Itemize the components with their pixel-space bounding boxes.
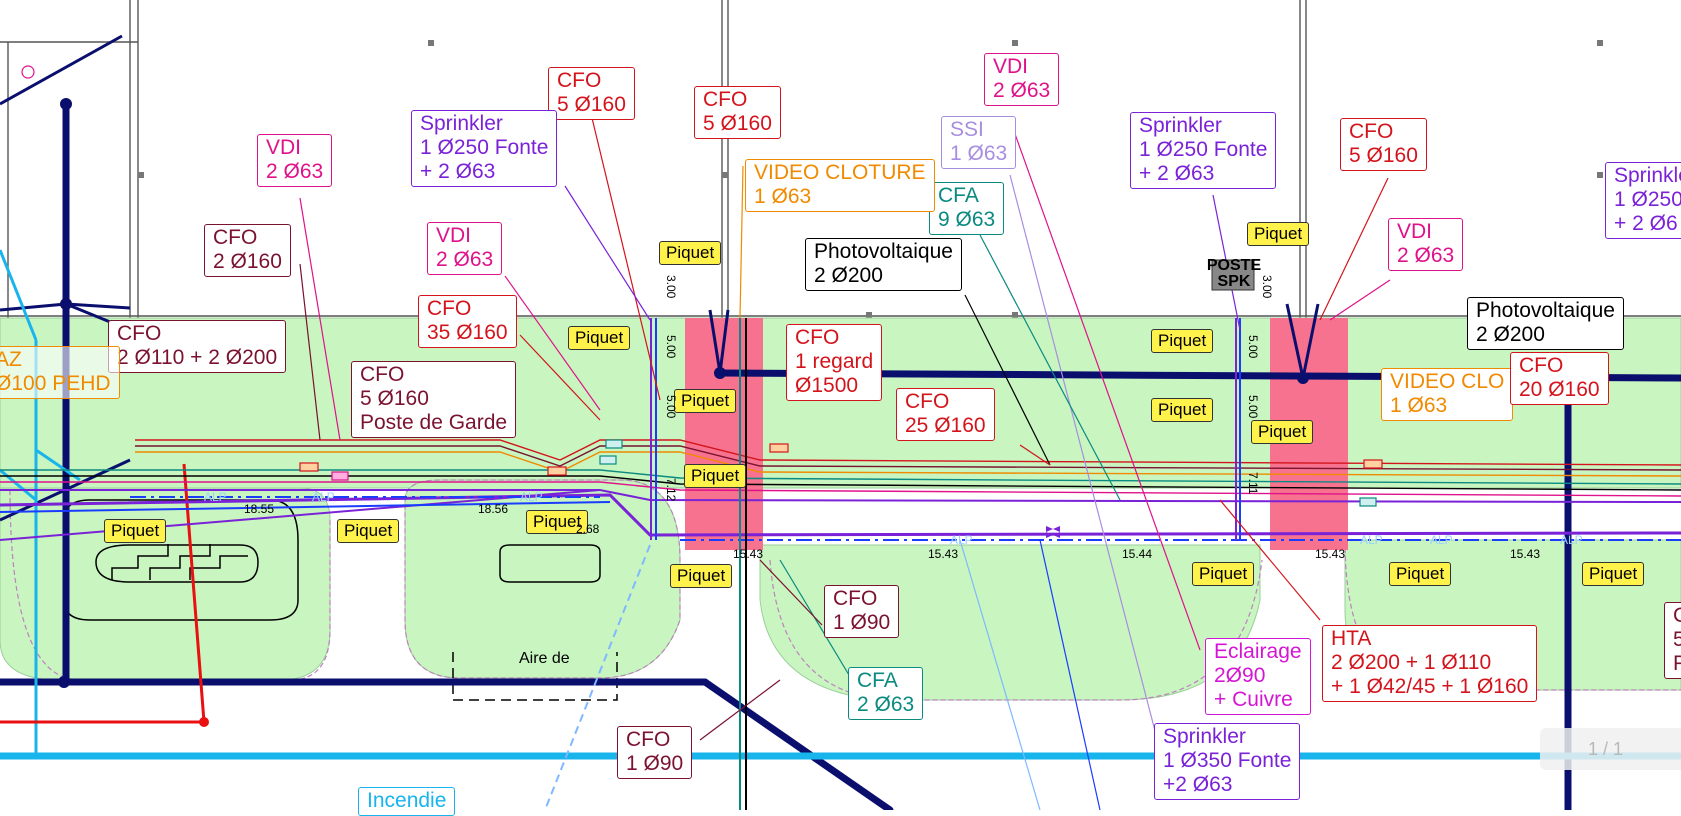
small-devices-teal	[599, 439, 1377, 507]
poste-spk-label: POSTE SPK	[1206, 257, 1262, 290]
label-cfo-2-110-200: CFO 2 Ø110 + 2 Ø200	[108, 320, 287, 373]
road-centerline	[130, 496, 1681, 541]
label-video-cloture-2: VIDEO CLO 1 Ø63	[1381, 368, 1514, 421]
piquet-marker: Piquet	[1192, 562, 1255, 586]
label-cfo-1-90-a: CFO 1 Ø90	[824, 585, 900, 638]
label-cfo-20-160: CFO 20 Ø160	[1510, 352, 1609, 405]
leader-lines	[299, 117, 1391, 810]
label-video-cloture: VIDEO CLOTURE 1 Ø63	[745, 159, 935, 212]
piquet-marker: Piquet	[670, 564, 733, 588]
dimension-label: 5.00	[1246, 335, 1260, 359]
piquet-marker: Piquet	[1251, 420, 1314, 444]
alp-marker: ALP	[312, 490, 335, 504]
label-vdi-left: VDI 2 Ø63	[257, 134, 333, 187]
piquet-marker: Piquet	[1247, 222, 1310, 246]
label-cfo-25-160: CFO 25 Ø160	[896, 388, 995, 441]
label-sprinkler-edge: Sprinkler 1 Ø250 + 2 Ø6	[1605, 162, 1681, 239]
label-eclairage: Eclairage 2Ø90 + Cuivre	[1205, 638, 1311, 715]
dimension-label: 7.11	[1246, 472, 1260, 495]
label-cfa-9: CFA 9 Ø63	[929, 182, 1005, 235]
piquet-marker: Piquet	[526, 510, 589, 534]
building-outlines	[0, 0, 1681, 330]
piquet-marker: Piquet	[1151, 329, 1214, 353]
poste-spk-box	[1211, 259, 1255, 291]
page-indicator[interactable]: 1 / 1	[1540, 728, 1681, 770]
piquet-marker: Piquet	[568, 326, 631, 350]
label-az-fragment: AZ Ø100 PEHD	[0, 346, 120, 399]
dimension-label: 15.44	[1122, 547, 1153, 561]
label-sprinkler-right: Sprinkler 1 Ø250 Fonte + 2 Ø63	[1130, 112, 1277, 189]
dimension-label: 15.43	[1510, 547, 1541, 561]
navy-nodes	[58, 98, 1309, 688]
parking-shapes	[63, 499, 618, 701]
label-photovoltaique-1: Photovoltaique 2 Ø200	[805, 238, 962, 291]
label-incendie: Incendie	[358, 787, 456, 816]
alp-marker: ALP	[1360, 533, 1383, 547]
dimension-label: 7.12	[664, 478, 678, 502]
label-cfo-poste-garde: CFO 5 Ø160 Poste de Garde	[351, 361, 517, 438]
label-cfa-2: CFA 2 Ø63	[848, 667, 924, 720]
label-cfo-regard: CFO 1 regard Ø1500	[786, 324, 883, 401]
dimension-label: 15.43	[928, 547, 959, 561]
label-hta: HTA 2 Ø200 + 1 Ø110 + 1 Ø42/45 + 1 Ø160	[1322, 625, 1538, 702]
dimension-label: 5.00	[1246, 395, 1260, 419]
label-cfo-1-90-b: CFO 1 Ø90	[617, 726, 693, 779]
dimension-label: 5.00	[664, 395, 678, 419]
water-dashed	[544, 544, 651, 810]
dimension-label: 18.55	[244, 502, 275, 516]
label-photovoltaique-2: Photovoltaique 2 Ø200	[1467, 297, 1624, 350]
label-edge-fragment: C 5 P	[1664, 602, 1681, 679]
piquet-marker: Piquet	[1389, 562, 1452, 586]
piquet-marker: Piquet	[659, 241, 722, 265]
dimension-label: 18.56	[478, 502, 509, 516]
label-cfo-5-160-b: CFO 5 Ø160	[694, 86, 781, 139]
piquet-marker: Piquet	[674, 389, 737, 413]
small-devices	[299, 443, 1383, 476]
label-cfo-35-160: CFO 35 Ø160	[418, 295, 517, 348]
alp-marker: ALP	[1430, 533, 1453, 547]
label-cfo-5-160-a: CFO 5 Ø160	[548, 67, 635, 120]
dimension-label: 15.43	[733, 547, 764, 561]
piquet-marker: Piquet	[1151, 398, 1214, 422]
piquet-marker: Piquet	[684, 464, 747, 488]
cfo-red-line	[0, 463, 206, 724]
road-bundle	[0, 439, 1681, 541]
dimension-label: 3.00	[664, 275, 678, 299]
piquet-marker: Piquet	[337, 519, 400, 543]
piquet-marker: Piquet	[1582, 562, 1645, 586]
dimension-label: 15.43	[1315, 547, 1346, 561]
label-vdi-top: VDI 2 Ø63	[984, 53, 1060, 106]
pink-devices	[21, 65, 349, 481]
label-sprinkler-left: Sprinkler 1 Ø250 Fonte + 2 Ø63	[411, 110, 558, 187]
label-cfo-2-160: CFO 2 Ø160	[204, 224, 291, 277]
water-thin	[0, 249, 81, 756]
label-cfo-5-160-c: CFO 5 Ø160	[1340, 118, 1427, 171]
label-vdi-right: VDI 2 Ø63	[1388, 218, 1464, 271]
alp-marker: ALP	[520, 490, 543, 504]
dimension-label: 2.68	[576, 522, 600, 536]
aire-de-label: Aire de	[519, 650, 570, 667]
alp-marker: ALP	[1560, 533, 1583, 547]
crossing-verticals	[650, 318, 1241, 810]
valve-symbol	[1046, 526, 1060, 538]
dimension-label: 5.00	[664, 335, 678, 359]
alp-marker: ALP	[950, 533, 973, 547]
label-ssi: SSI 1 Ø63	[941, 116, 1017, 169]
alp-marker: ALP	[204, 490, 227, 504]
label-sprinkler-bottom: Sprinkler 1 Ø350 Fonte +2 Ø63	[1154, 723, 1301, 800]
label-vdi-mid: VDI 2 Ø63	[427, 222, 503, 275]
piquet-marker: Piquet	[104, 519, 167, 543]
